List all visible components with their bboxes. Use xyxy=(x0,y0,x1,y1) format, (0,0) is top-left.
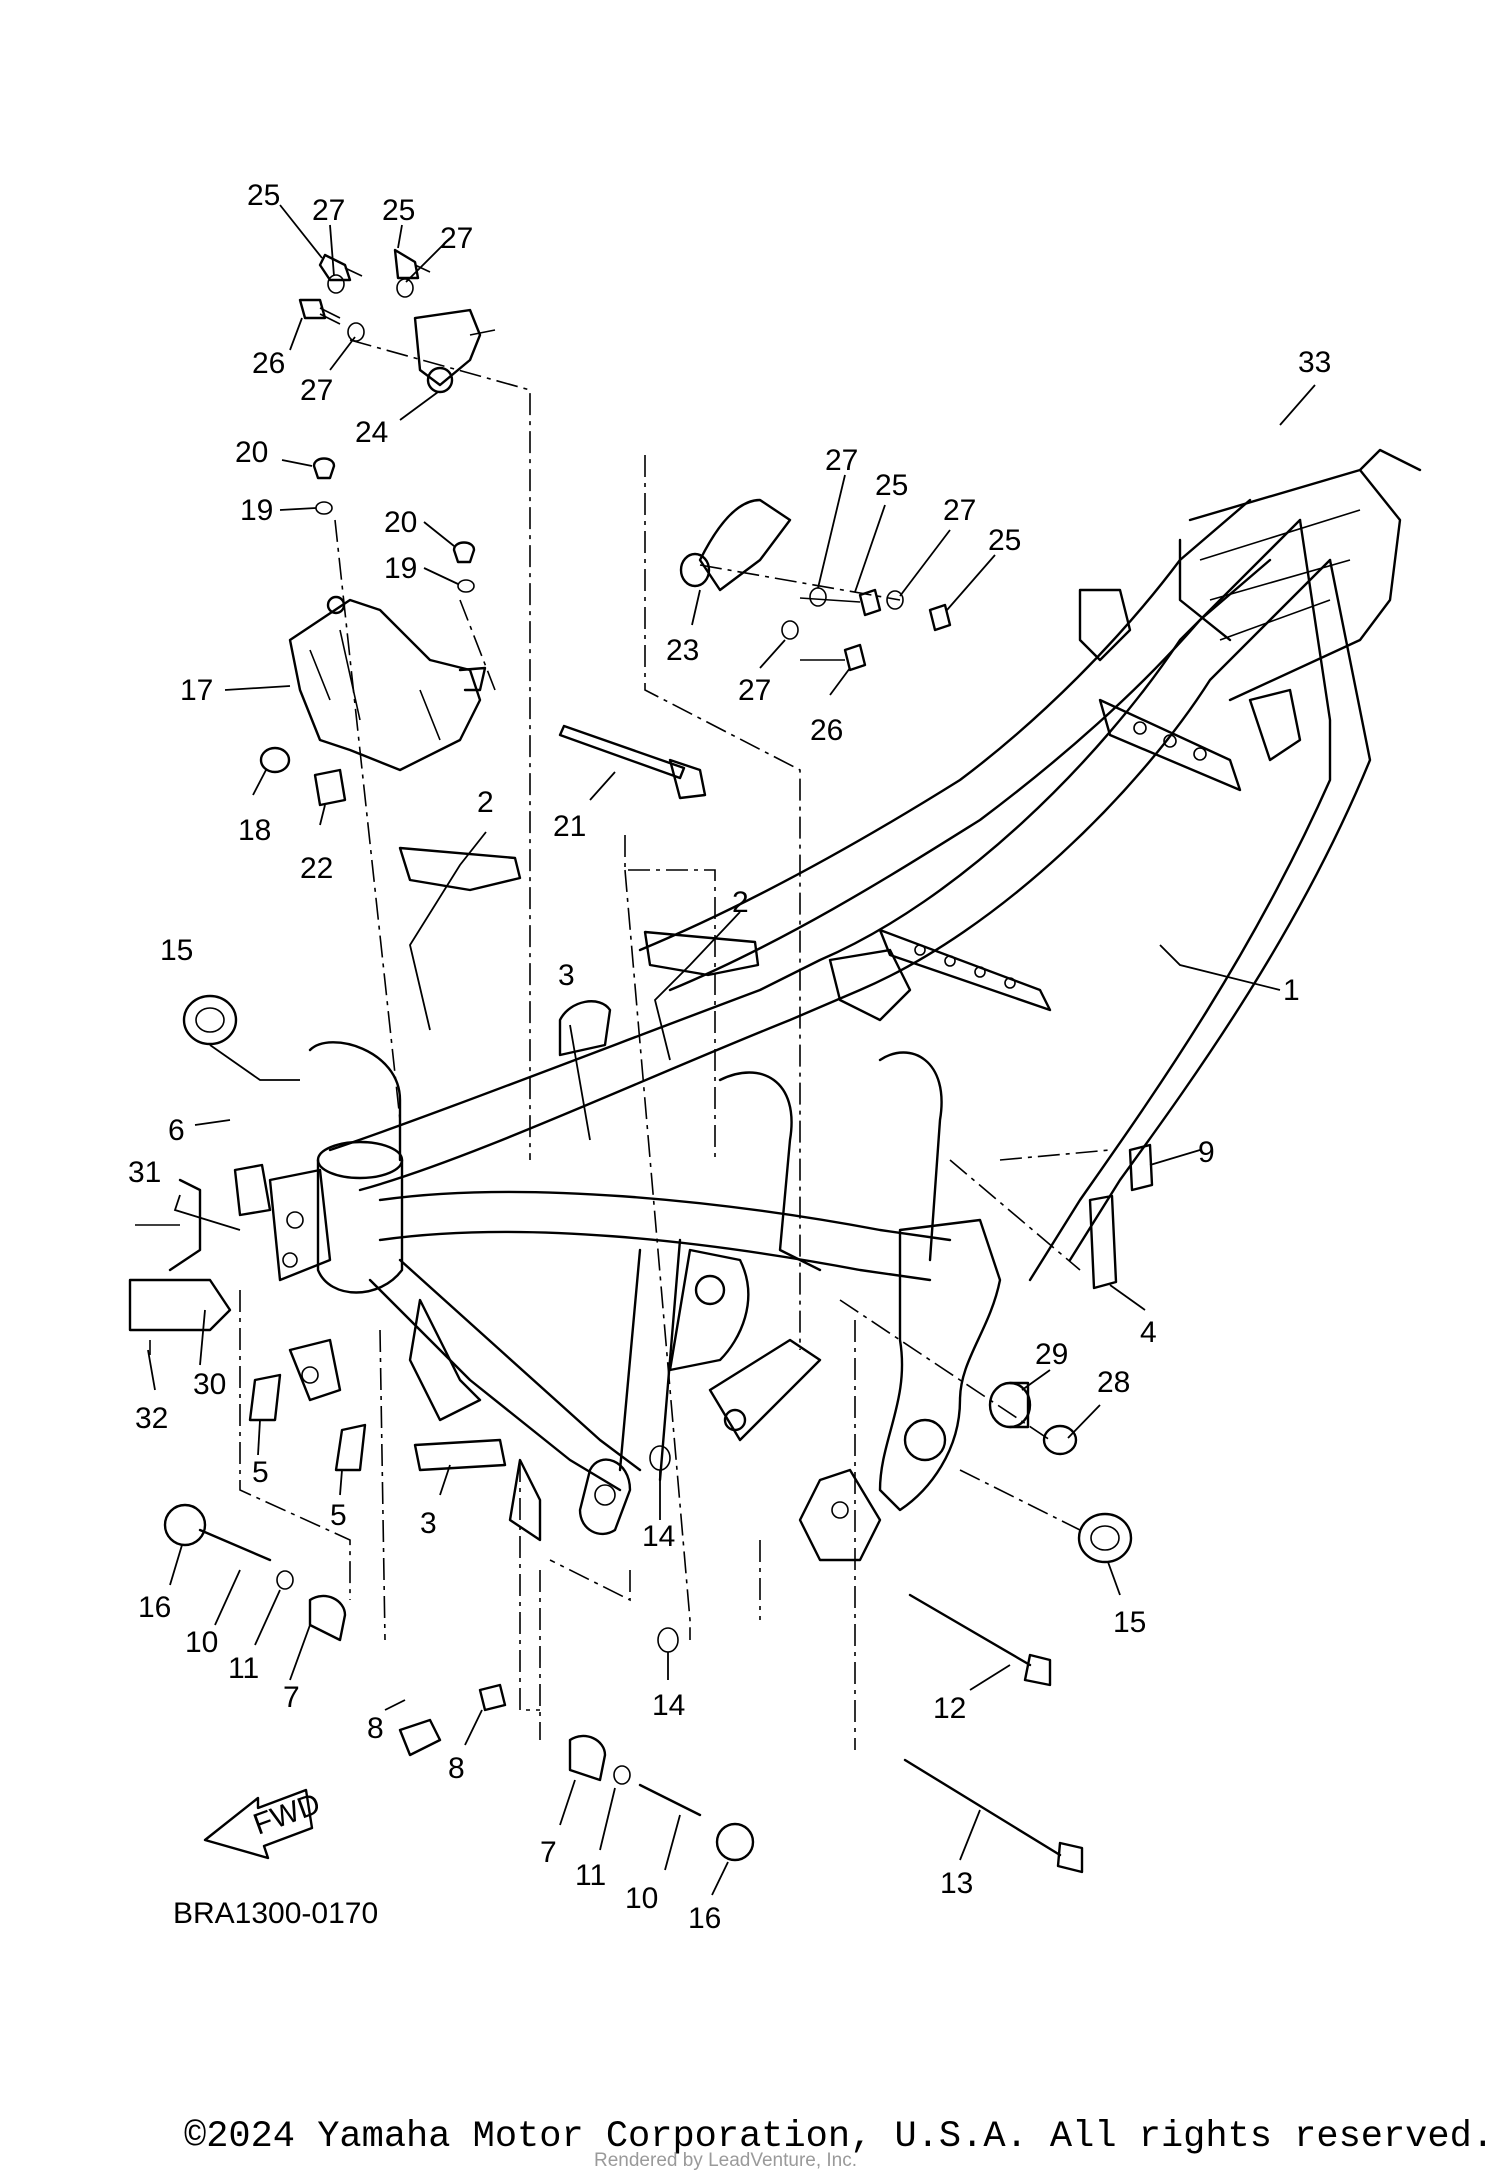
battery-box-17 xyxy=(288,595,487,772)
callout: 12 xyxy=(933,1692,966,1725)
callout: 7 xyxy=(540,1836,557,1869)
callout: 23 xyxy=(666,634,699,667)
watermark: Rendered by LeadVenture, Inc. xyxy=(594,2150,858,2171)
callout: 16 xyxy=(138,1591,171,1624)
callout: 28 xyxy=(1097,1366,1130,1399)
callout: 30 xyxy=(193,1368,226,1401)
callout: 25 xyxy=(988,524,1021,557)
callout: 32 xyxy=(135,1402,168,1435)
leader-lines xyxy=(147,204,1316,1896)
callout: 27 xyxy=(312,194,345,227)
assembly-lines xyxy=(239,339,1111,1750)
callout: 26 xyxy=(252,347,285,380)
callout: 20 xyxy=(384,506,417,539)
callout: 11 xyxy=(228,1652,259,1685)
callout: 21 xyxy=(553,810,586,843)
callout: 27 xyxy=(943,494,976,527)
clip-22 xyxy=(313,768,347,807)
callout: 3 xyxy=(420,1507,437,1540)
bracket-30-bolts-31-32 xyxy=(128,1178,232,1355)
callout: 4 xyxy=(1140,1316,1157,1349)
callout: 1 xyxy=(1283,974,1300,1007)
callout: 8 xyxy=(367,1712,384,1745)
callout: 3 xyxy=(558,959,575,992)
callout: 25 xyxy=(247,179,280,212)
bolts-25-26 xyxy=(298,248,952,672)
bracket-24 xyxy=(413,308,496,394)
callout: 13 xyxy=(940,1867,973,1900)
main-frame xyxy=(268,448,1422,1562)
engine-mount-hardware xyxy=(163,1445,755,1862)
labels-4-6-9 xyxy=(233,1143,1154,1290)
callout: 24 xyxy=(355,416,388,449)
callout: 5 xyxy=(252,1456,269,1489)
callout: 27 xyxy=(440,222,473,255)
callout: 25 xyxy=(875,469,908,502)
callout: 27 xyxy=(738,674,771,707)
callout: 8 xyxy=(448,1752,465,1785)
fwd-label: FWD xyxy=(249,1787,324,1841)
cable-tie-21 xyxy=(558,724,707,800)
callout: 29 xyxy=(1035,1338,1068,1371)
callout: 6 xyxy=(168,1114,185,1147)
callout: 19 xyxy=(384,552,417,585)
labels-5 xyxy=(248,1373,367,1472)
callout: 20 xyxy=(235,436,268,469)
callout: 9 xyxy=(1198,1136,1215,1169)
callout: 31 xyxy=(128,1156,161,1189)
callout: 7 xyxy=(283,1681,300,1714)
fwd-arrow-icon: FWD xyxy=(203,1787,325,1860)
bracket-23 xyxy=(679,498,792,592)
grommet-18 xyxy=(259,746,291,774)
copyright-notice: ©2024 Yamaha Motor Corporation, U.S.A. A… xyxy=(183,2116,1494,2158)
callout: 10 xyxy=(625,1882,658,1915)
callout: 14 xyxy=(652,1689,685,1722)
collars-29-28 xyxy=(988,1381,1078,1456)
callout: 15 xyxy=(1113,1606,1146,1639)
callout: 17 xyxy=(180,674,213,707)
bearings-15 xyxy=(182,994,1133,1564)
callout-numbers: 25 27 25 27 26 27 24 20 19 20 19 17 18 2… xyxy=(128,179,1331,1935)
diagram-code: BRA1300-0170 xyxy=(173,1897,378,1930)
callout: 22 xyxy=(300,852,333,885)
long-bolts-12-13 xyxy=(903,1593,1084,1874)
callout: 33 xyxy=(1298,346,1331,379)
callout: 14 xyxy=(642,1520,675,1553)
labels-2-3 xyxy=(398,846,760,1472)
callout: 27 xyxy=(300,374,333,407)
callout: 10 xyxy=(185,1626,218,1659)
callout: 27 xyxy=(825,444,858,477)
callout: 2 xyxy=(732,886,749,919)
callout: 26 xyxy=(810,714,843,747)
callout: 19 xyxy=(240,494,273,527)
callout: 5 xyxy=(330,1499,347,1532)
callout: 16 xyxy=(688,1902,721,1935)
callout: 15 xyxy=(160,934,193,967)
callout: 18 xyxy=(238,814,271,847)
callout: 2 xyxy=(477,786,494,819)
callout: 25 xyxy=(382,194,415,227)
callout: 11 xyxy=(575,1859,606,1892)
